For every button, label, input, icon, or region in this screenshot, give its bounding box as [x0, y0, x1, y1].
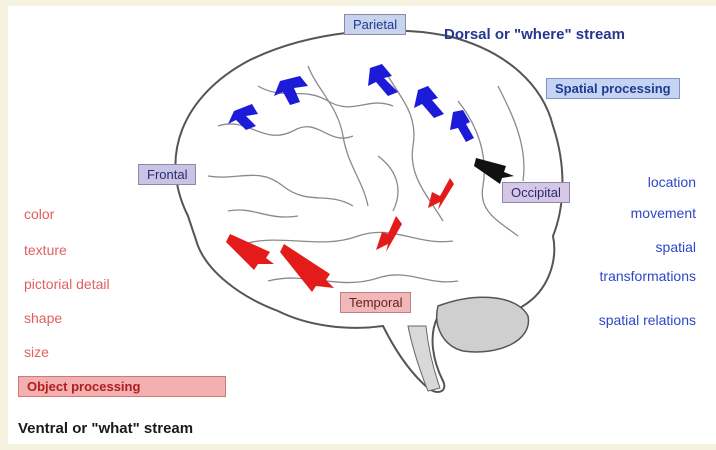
occipital-label: Occipital [502, 182, 570, 203]
ventral-feature-shape: shape [24, 310, 62, 326]
ventral-feature-pictorial-detail: pictorial detail [24, 276, 110, 292]
dorsal-feature-transformations: transformations [600, 268, 696, 284]
dorsal-feature-spatial-relations: spatial relations [599, 312, 696, 328]
ventral-stream-title: Ventral or "what" stream [18, 420, 193, 437]
dorsal-feature-spatial: spatial [656, 239, 696, 255]
dorsal-feature-movement: movement [631, 205, 696, 221]
cerebellum [437, 297, 529, 352]
frontal-label: Frontal [138, 164, 196, 185]
dorsal-stream-title: Dorsal or "where" stream [444, 26, 625, 43]
ventral-feature-texture: texture [24, 242, 67, 258]
dorsal-feature-location: location [648, 174, 696, 190]
ventral-feature-size: size [24, 344, 49, 360]
object-processing-label: Object processing [18, 376, 226, 397]
spatial-processing-label: Spatial processing [546, 78, 680, 99]
temporal-label: Temporal [340, 292, 411, 313]
parietal-label: Parietal [344, 14, 406, 35]
ventral-feature-color: color [24, 206, 54, 222]
